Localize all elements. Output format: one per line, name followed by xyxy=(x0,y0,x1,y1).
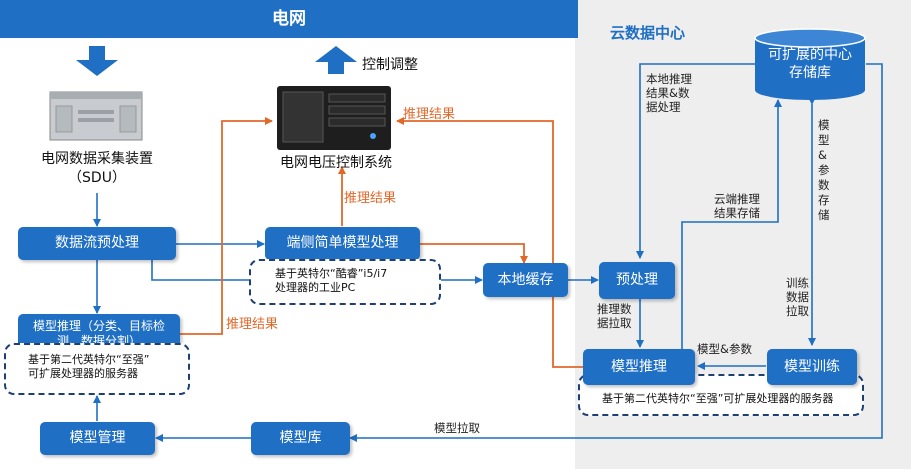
model-library-box: 模型库 xyxy=(251,422,350,455)
storage-label: 可扩展的中心 存储库 xyxy=(768,47,852,81)
model-inference-cloud-box: 模型推理 xyxy=(583,349,695,385)
model-param-label: 模型&参数 xyxy=(697,342,752,356)
model-param-store-label: 模 型 & 参 数 存 储 xyxy=(818,118,830,222)
control-adjust-label: 控制调整 xyxy=(362,57,418,73)
model-training-box: 模型训练 xyxy=(767,349,857,385)
storage-cylinder-icon xyxy=(754,28,866,100)
grid-banner-title: 电网 xyxy=(272,9,306,29)
infer-result-label-top: 推理结果 xyxy=(403,107,456,122)
sdu-caption: 电网数据采集装置 （SDU） xyxy=(20,150,174,188)
sdu-caption-line2: （SDU） xyxy=(68,170,126,186)
model-pull-label: 模型拉取 xyxy=(434,421,480,435)
edge-simple-model-box: 端侧简单模型处理 xyxy=(265,227,420,260)
local-infer-label: 本地推理 结果&数 据处理 xyxy=(646,72,692,114)
model-management-box: 模型管理 xyxy=(40,422,155,455)
preprocess-box: 预处理 xyxy=(599,262,675,299)
industrial-pc-icon xyxy=(277,86,391,150)
infer-result-label-mid: 推理结果 xyxy=(344,191,397,206)
infer-result-label-left: 推理结果 xyxy=(226,317,279,332)
local-cache-box: 本地缓存 xyxy=(483,263,568,297)
cloud-infer-store-label: 云端推理 结果存储 xyxy=(714,192,760,220)
grid-banner xyxy=(0,0,578,38)
infer-pull-label: 推理数 据拉取 xyxy=(597,302,632,330)
train-pull-label: 训练 数据 拉取 xyxy=(786,276,809,318)
cloud-datacenter-title: 云数据中心 xyxy=(610,24,686,42)
down-block-arrow xyxy=(76,46,118,76)
sdu-device-icon xyxy=(49,91,143,141)
data-stream-preprocess-box: 数据流预处理 xyxy=(18,227,176,260)
xeon-left-note: 基于第二代英特尔“至强” 可扩展处理器的服务器 xyxy=(4,343,190,395)
up-block-arrow xyxy=(315,46,357,74)
sdu-caption-line1: 电网数据采集装置 xyxy=(41,151,153,167)
pc-caption: 电网电压控制系统 xyxy=(280,155,392,171)
edge-pc-note: 基于英特尔“酷睿”i5/i7 处理器的工业PC xyxy=(249,259,441,305)
